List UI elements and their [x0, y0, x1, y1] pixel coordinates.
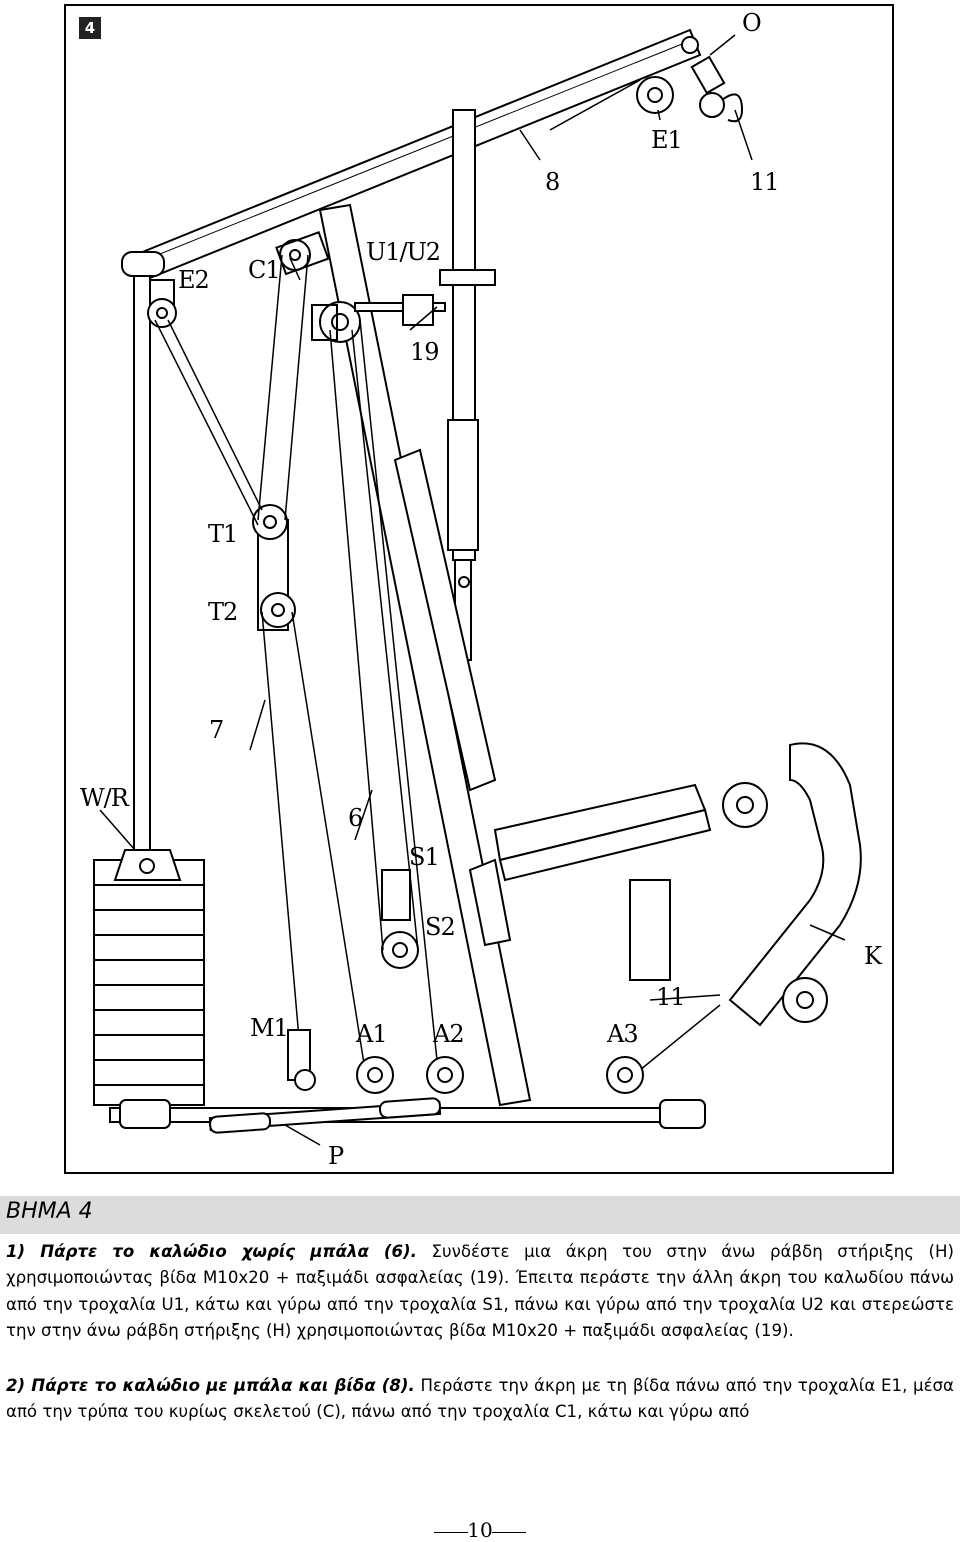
- label-c1: C1: [248, 256, 281, 284]
- label-e2: E2: [178, 266, 210, 294]
- label-s2: S2: [425, 913, 456, 941]
- pulley-a2: [426, 1056, 464, 1094]
- paragraph-2-lead: 2) Πάρτε το καλώδιο με μπάλα και βίδα (8…: [6, 1376, 415, 1395]
- paragraph-2-body: Περάστε την άκρη με τη βίδα πάνω από την…: [6, 1376, 954, 1422]
- label-a1: A1: [356, 1020, 388, 1048]
- label-a3: A3: [607, 1020, 639, 1048]
- home-gym-drawing: [93, 28, 862, 1146]
- pulley-e1: [636, 76, 674, 114]
- paragraph-1: 1) Πάρτε το καλώδιο χωρίς μπάλα (6). Συν…: [6, 1239, 954, 1345]
- cables: [154, 79, 721, 1071]
- page-number: 10: [467, 1518, 493, 1542]
- step-heading: ΒΗΜΑ 4: [6, 1199, 93, 1224]
- paragraph-2: 2) Πάρτε το καλώδιο με μπάλα και βίδα (8…: [6, 1373, 954, 1426]
- assembly-figure: 4: [64, 4, 894, 1174]
- page-number-rule-left: [434, 1532, 468, 1533]
- pulley-t2: [260, 592, 296, 628]
- paragraph-1-body: Συνδέστε μια άκρη του στην άνω ράβδη στή…: [6, 1242, 954, 1341]
- label-t1: T1: [208, 520, 238, 548]
- ball-stop: [699, 92, 725, 118]
- roller-pad-lower: [782, 977, 828, 1023]
- label-6: 6: [348, 804, 363, 832]
- weight-guide-rod: [133, 269, 151, 851]
- label-m1: M1: [250, 1014, 289, 1042]
- label-e1: E1: [651, 126, 683, 154]
- label-s1: S1: [409, 843, 440, 871]
- leg-extension-arm: [728, 742, 862, 1027]
- label-a2: A2: [433, 1020, 465, 1048]
- label-wr: W/R: [80, 784, 129, 812]
- leader-lines: [99, 34, 846, 1146]
- label-u1u2: U1/U2: [366, 238, 441, 266]
- pulley-a1: [356, 1056, 394, 1094]
- pulley-e2: [147, 298, 177, 328]
- label-11-bottom: 11: [656, 983, 686, 1011]
- pulley-t1: [252, 504, 288, 540]
- label-p: P: [328, 1142, 344, 1170]
- label-k: K: [864, 942, 882, 970]
- label-8: 8: [545, 168, 560, 196]
- page-number-rule-right: [492, 1532, 526, 1533]
- roller-pad-upper: [722, 782, 768, 828]
- label-19: 19: [410, 338, 440, 366]
- label-11-top: 11: [750, 168, 780, 196]
- backrest: [393, 448, 497, 792]
- paragraph-1-lead: 1) Πάρτε το καλώδιο χωρίς μπάλα (6).: [6, 1242, 417, 1261]
- label-t2: T2: [208, 598, 238, 626]
- step-badge: 4: [79, 17, 101, 39]
- weight-stack: [93, 849, 205, 1106]
- label-7: 7: [209, 716, 224, 744]
- heading-bar: [0, 1196, 960, 1234]
- pulley-a3: [606, 1056, 644, 1094]
- label-o: O: [742, 9, 762, 37]
- pulley-s2: [381, 931, 419, 969]
